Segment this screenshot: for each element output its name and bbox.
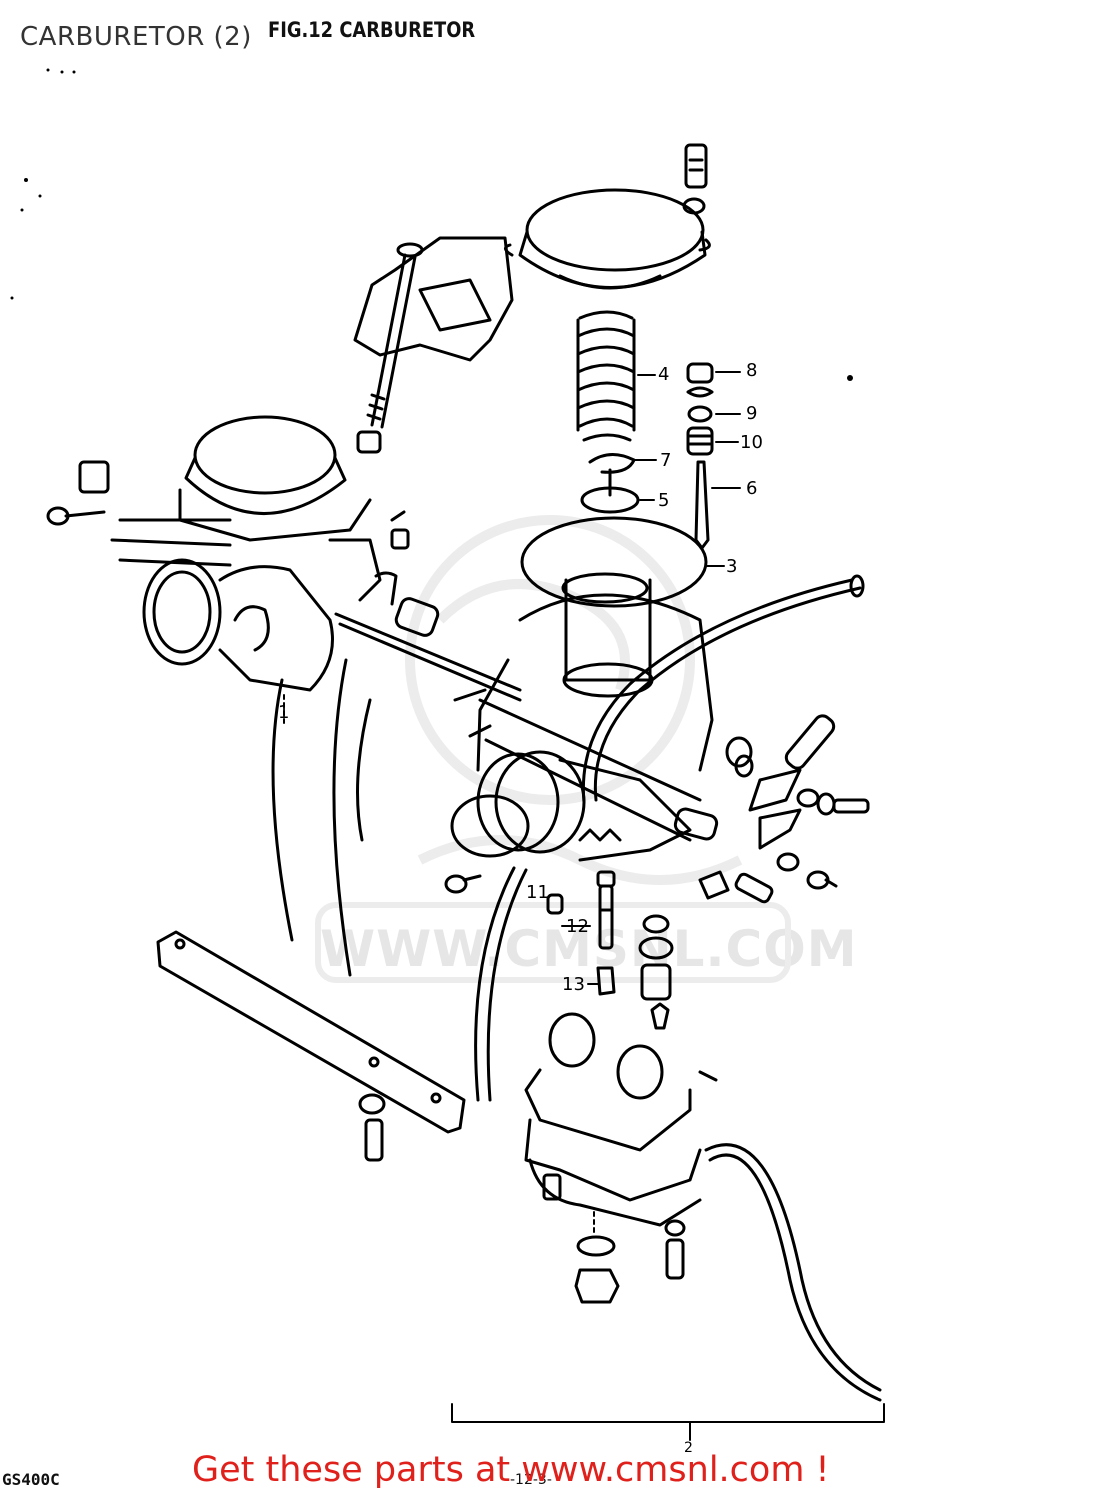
callout-6: 6 xyxy=(746,478,758,499)
leader-lines xyxy=(283,371,741,1233)
part-8-nut xyxy=(686,362,714,384)
choke-lever xyxy=(698,714,870,904)
part-small-left xyxy=(390,528,410,550)
callout-13: 13 xyxy=(562,974,585,995)
adjuster-rod xyxy=(356,242,424,454)
figure-label: FIG.12 CARBURETOR xyxy=(268,18,476,42)
callout-12: 12 xyxy=(566,916,589,937)
bracket-screw xyxy=(358,1093,386,1162)
bracket-bar xyxy=(156,930,466,1134)
gasket xyxy=(520,516,708,608)
page-number: -12-3- xyxy=(510,1472,552,1488)
jet-holder xyxy=(640,963,672,1001)
side-screw xyxy=(444,874,468,894)
part-9-washer xyxy=(686,386,714,398)
watermark-logo xyxy=(315,515,791,983)
watermark-text: WWW.CMSNL.COM xyxy=(320,920,858,978)
promo-link[interactable]: Get these parts at www.cmsnl.com ! xyxy=(192,1450,830,1490)
o-ring-a xyxy=(642,914,670,934)
part-13 xyxy=(596,966,616,996)
callout-11: 11 xyxy=(526,882,549,903)
model-code: GS400C xyxy=(2,1470,60,1489)
callout-3: 3 xyxy=(726,556,738,577)
callout-8: 8 xyxy=(746,360,758,381)
part-10-spring xyxy=(686,426,714,456)
o-ring-b xyxy=(638,936,674,960)
drain-hose-1 xyxy=(271,678,294,942)
part-6-jet-needle xyxy=(694,460,710,550)
needle-clip xyxy=(588,453,636,474)
part-9-ring xyxy=(687,405,713,423)
left-carburetor xyxy=(46,415,382,692)
callout-4: 4 xyxy=(658,364,670,385)
drain-oring xyxy=(576,1235,616,1257)
page-title: CARBURETOR (2) xyxy=(20,22,252,52)
float-assembly xyxy=(524,1012,702,1227)
drain-plug xyxy=(574,1268,620,1304)
part-11 xyxy=(546,893,564,915)
fuel-hose xyxy=(593,586,862,802)
callout-10: 10 xyxy=(740,432,763,453)
callout-7: 7 xyxy=(660,450,672,471)
top-screw xyxy=(682,143,708,215)
bowl-screw xyxy=(665,1238,685,1280)
part-12-jet xyxy=(596,870,616,950)
top-cap xyxy=(504,188,711,290)
callout-5: 5 xyxy=(658,490,670,511)
spring xyxy=(576,310,636,442)
connecting-shaft xyxy=(334,597,522,702)
overflow-hose xyxy=(708,1153,882,1402)
callout-2: 2 xyxy=(684,1440,693,1456)
callout-1: 1 xyxy=(278,702,290,723)
gasket-plate xyxy=(353,236,514,362)
callout-9: 9 xyxy=(746,403,758,424)
set-bracket-line xyxy=(451,1403,885,1423)
